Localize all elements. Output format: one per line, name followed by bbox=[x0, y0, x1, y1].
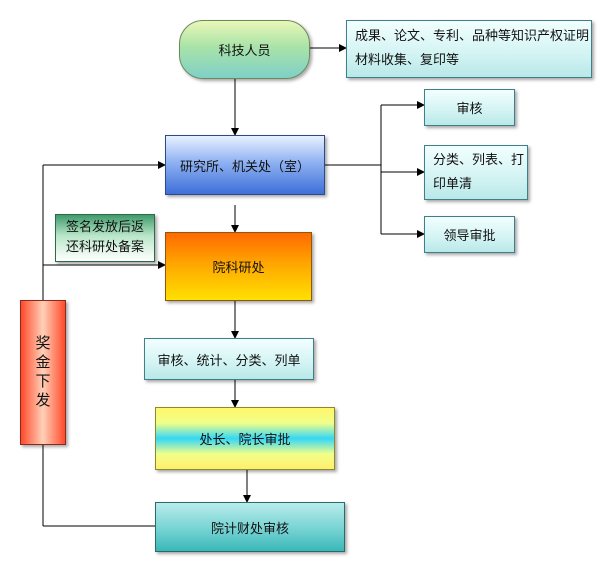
node-researcher-label: 科技人员 bbox=[218, 44, 271, 59]
node-director-approval: 处长、院长审批 bbox=[155, 407, 335, 470]
node-academy-office-label: 院科研处 bbox=[212, 261, 265, 276]
node-finance-audit: 院计财处审核 bbox=[155, 502, 345, 552]
node-review-label: 审核 bbox=[456, 102, 483, 117]
node-academy-office: 院科研处 bbox=[165, 232, 312, 301]
node-researcher: 科技人员 bbox=[179, 20, 310, 79]
node-review: 审核 bbox=[424, 89, 515, 126]
node-bonus-label: 奖金下发 bbox=[33, 334, 52, 411]
node-bonus: 奖金下发 bbox=[20, 300, 66, 445]
node-sign-return: 签名发放后返还科研处备案 bbox=[55, 214, 155, 262]
node-audit-list: 审核、统计、分类、列单 bbox=[144, 338, 314, 380]
node-classify-label: 分类、列表、打印单清 bbox=[433, 152, 525, 192]
node-director-approval-label: 处长、院长审批 bbox=[199, 433, 291, 448]
node-sign-return-label: 签名发放后返还科研处备案 bbox=[65, 220, 144, 255]
node-finance-audit-label: 院计财处审核 bbox=[210, 521, 289, 537]
node-audit-list-label: 审核、统计、分类、列单 bbox=[157, 353, 301, 369]
node-materials: 成果、论文、专利、品种等知识产权证明材料收集、复印等 bbox=[346, 20, 592, 78]
node-institute: 研究所、机关处（室） bbox=[165, 135, 325, 195]
node-materials-label: 成果、论文、专利、品种等知识产权证明材料收集、复印等 bbox=[355, 29, 590, 68]
node-leader-approval-label: 领导审批 bbox=[443, 229, 496, 244]
node-classify: 分类、列表、打印单清 bbox=[424, 145, 528, 200]
node-institute-label: 研究所、机关处（室） bbox=[179, 159, 310, 175]
node-leader-approval: 领导审批 bbox=[424, 216, 515, 253]
